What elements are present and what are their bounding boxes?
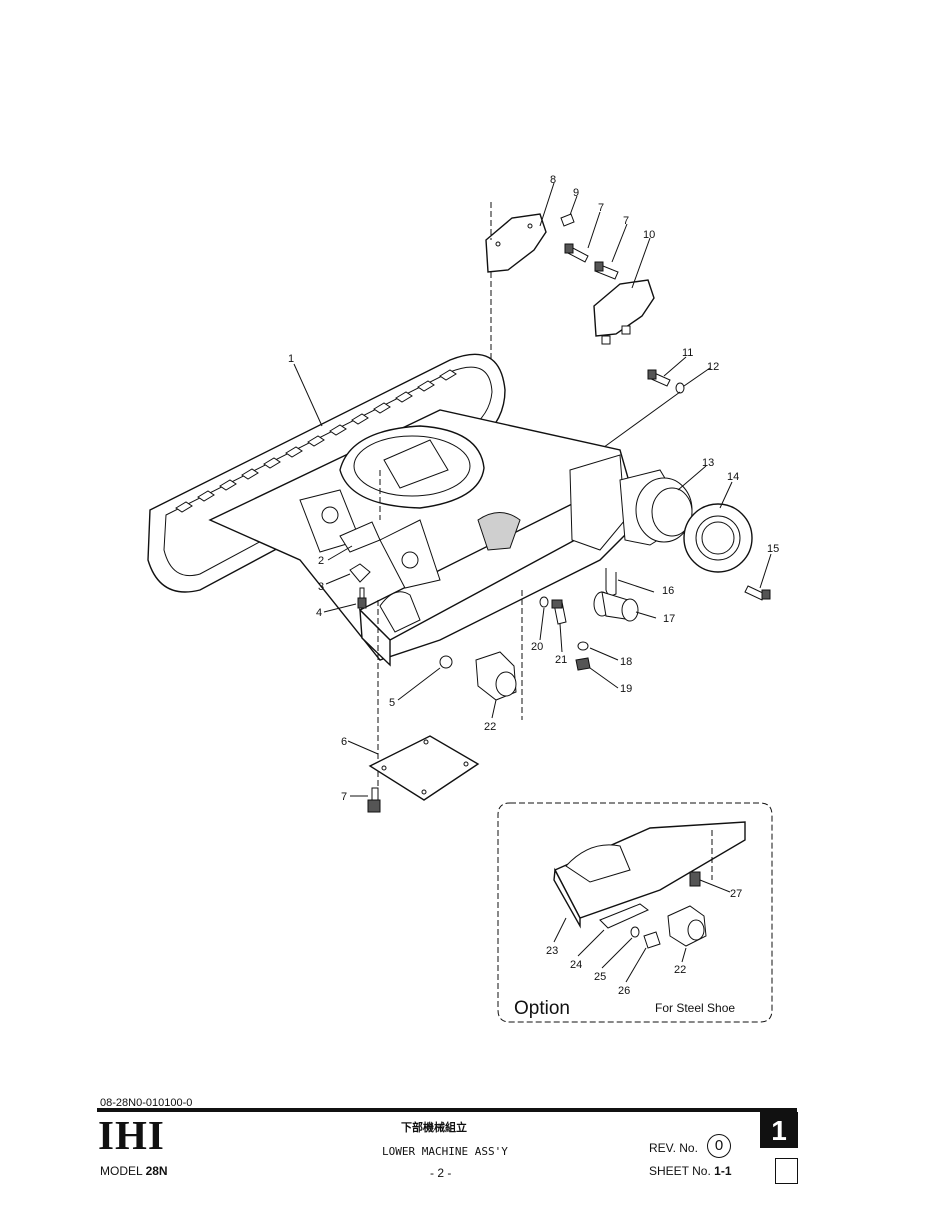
- track-lug: [241, 468, 259, 480]
- roller-22: [475, 651, 517, 701]
- callout-19: 19: [620, 683, 632, 695]
- callout-18: 18: [620, 656, 632, 668]
- pin-17: [593, 591, 639, 622]
- callout-25: 25: [594, 971, 606, 983]
- bolt-4: [357, 587, 367, 609]
- cover-plate-8: [485, 202, 547, 360]
- option-title: Option: [514, 998, 570, 1019]
- callout-6: 6: [341, 736, 347, 748]
- callout-20: 20: [531, 641, 543, 653]
- washer-18: [577, 641, 589, 651]
- track-lug: [175, 501, 193, 513]
- bolt-7-upper-a: [564, 243, 589, 263]
- track-lug: [285, 446, 303, 458]
- callout-21: 21: [555, 654, 567, 666]
- bolt-7-upper-b: [594, 261, 619, 280]
- track-lug: [329, 424, 347, 436]
- plate-3: [349, 563, 371, 583]
- callout-4: 4: [316, 607, 322, 619]
- callout-11: 11: [682, 347, 693, 359]
- bolt-21: [551, 599, 567, 625]
- bolt-7-lower: [367, 787, 381, 813]
- option-subtitle: For Steel Shoe: [655, 1001, 735, 1015]
- callout-26: 26: [618, 985, 630, 997]
- callout-1: 1: [288, 353, 294, 365]
- callout-numbers: 8 9 7 7 10 1 11 12 13 14 15 2 3 4 16 17 …: [288, 174, 779, 997]
- callout-10: 10: [643, 229, 655, 241]
- callout-7-a: 7: [598, 202, 604, 214]
- track-lug: [197, 490, 215, 502]
- callout-15: 15: [767, 543, 779, 555]
- callout-17: 17: [663, 613, 675, 625]
- pin-5: [439, 655, 453, 669]
- track-lug: [307, 435, 325, 447]
- track-lug: [263, 457, 281, 469]
- callout-8: 8: [550, 174, 556, 186]
- callout-7-c: 7: [341, 791, 347, 803]
- cap-9: [560, 213, 575, 227]
- sprocket-14: [683, 503, 753, 573]
- callout-9: 9: [573, 187, 579, 199]
- bolt-11: [647, 369, 671, 387]
- bolt-15: [744, 585, 771, 601]
- track-lug: [219, 479, 237, 491]
- option-box: Option For Steel Shoe: [497, 802, 773, 1023]
- travel-motor-13: [619, 469, 693, 546]
- track-lug: [439, 369, 457, 381]
- track-lug: [351, 413, 369, 425]
- washer-20: [539, 596, 549, 608]
- track-lug: [417, 380, 435, 392]
- track-lug: [395, 391, 413, 403]
- callout-22-a: 22: [484, 721, 496, 733]
- callout-16: 16: [662, 585, 674, 597]
- callout-22-b: 22: [674, 964, 686, 976]
- callout-27: 27: [730, 888, 742, 900]
- callout-3: 3: [318, 581, 324, 593]
- part-2: [339, 521, 381, 553]
- callout-13: 13: [702, 457, 714, 469]
- under-cover-6: [368, 735, 480, 801]
- callout-12: 12: [707, 361, 719, 373]
- washer-12: [675, 382, 685, 394]
- lower-frame: [208, 409, 641, 790]
- callout-23: 23: [546, 945, 558, 957]
- callout-5: 5: [389, 697, 395, 709]
- callout-2: 2: [318, 555, 324, 567]
- cover-plate-10: [593, 279, 655, 345]
- track-lug: [373, 402, 391, 414]
- u-bolt-16: [605, 568, 617, 596]
- callout-7-b: 7: [623, 215, 629, 227]
- callout-24: 24: [570, 959, 582, 971]
- leader-lines: [293, 182, 772, 797]
- nut-19: [575, 657, 591, 671]
- callout-14: 14: [727, 471, 739, 483]
